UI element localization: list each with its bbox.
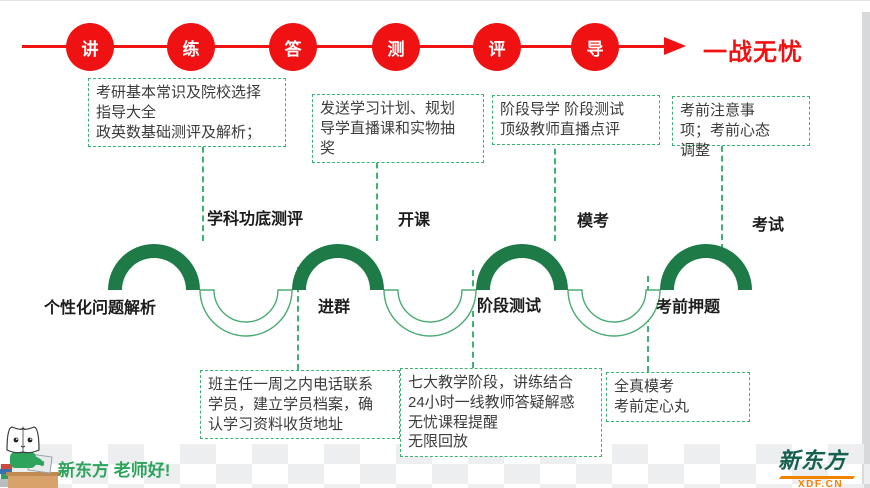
xdf-logo-swoosh: [778, 476, 856, 479]
xdf-logo-name: 新东方: [778, 448, 848, 473]
timeline-step-label: 答: [284, 39, 302, 59]
brand-slogan: 新东方 老师好!: [58, 461, 171, 480]
connector-line: [647, 276, 649, 372]
note-box-pre-exam: 考前注意事 项；考前心态 调整: [672, 96, 810, 159]
timeline-result-text: 一战无忧: [703, 39, 803, 66]
timeline-step-jiang: 讲: [66, 23, 114, 71]
note-box-class-teacher: 班主任一周之内电话联系 学员，建立学员档案，确 认学习资料收货地址: [200, 370, 400, 440]
xdf-logo: 新东方 XDF.CN: [778, 443, 856, 488]
milestone-course-start: 开课: [398, 212, 431, 229]
milestone-stage-test: 阶段测试: [477, 298, 542, 315]
connector-line: [297, 267, 299, 370]
milestone-subject-test: 学科功底测评: [207, 211, 304, 228]
timeline-arrowhead-icon: [664, 37, 686, 55]
note-box-study-plan: 发送学习计划、规划 导学直播课和实物抽 奖: [312, 94, 484, 164]
timeline-step-ping: 评: [473, 23, 521, 71]
note-box-teaching-stages: 七大教学阶段，讲练结合 24小时一线教师答疑解惑 无忧课程提醒 无限回放: [400, 368, 602, 458]
milestone-exam-prediction: 考前押题: [656, 299, 721, 316]
timeline-line: [22, 45, 668, 48]
right-edge-strip: [862, 12, 870, 488]
connector-line: [554, 139, 556, 241]
timeline-step-dao: 导: [571, 23, 619, 71]
xdf-logo-domain: XDF.CN: [798, 479, 844, 488]
timeline-step-lian: 练: [167, 23, 215, 71]
book-mascot-icon: [0, 426, 60, 488]
timeline-step-ce: 测: [372, 23, 420, 71]
note-box-basics: 考研基本常识及院校选择 指导大全 政英数基础测评及解析；: [88, 78, 286, 148]
note-box-stage-guide: 阶段导学 阶段测试 顶级教师直播点评: [492, 95, 660, 145]
milestone-mock-exam: 模考: [577, 213, 610, 230]
timeline-step-label: 讲: [81, 39, 99, 59]
milestone-final-exam: 考试: [752, 217, 785, 234]
connector-line: [202, 137, 204, 241]
timeline-step-da: 答: [269, 23, 317, 71]
timeline-step-label: 导: [586, 39, 604, 59]
timeline-step-label: 练: [182, 39, 200, 59]
note-box-full-mock: 全真模考 考前定心丸: [606, 372, 750, 422]
connector-line: [472, 270, 474, 368]
top-edge-line: [0, 0, 870, 1]
connector-line: [721, 136, 723, 250]
connector-line: [376, 152, 378, 241]
timeline-step-label: 评: [488, 39, 506, 59]
timeline-step-label: 测: [387, 39, 405, 59]
milestone-personal-analysis: 个性化问题解析: [44, 300, 157, 317]
milestone-join-group: 进群: [318, 299, 351, 316]
